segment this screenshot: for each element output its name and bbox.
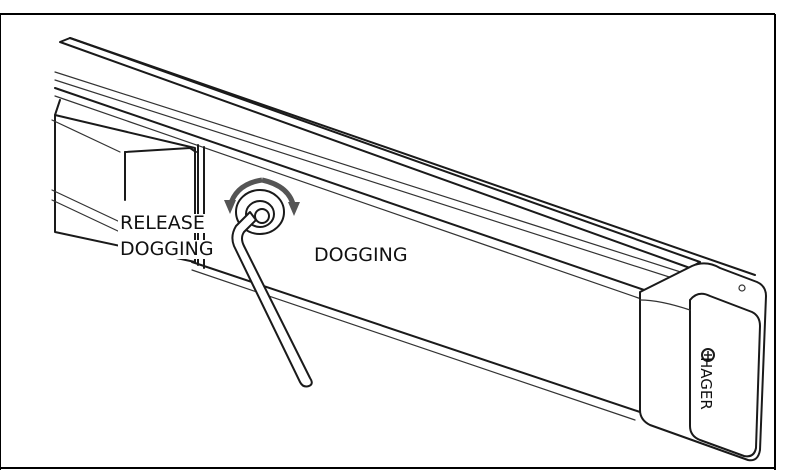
brand-logo: HAGER <box>697 357 715 410</box>
release-dogging-label-line2: DOGGING <box>118 238 216 260</box>
end-cap <box>639 262 767 462</box>
cap-screw-hole <box>738 284 746 292</box>
dogging-label: DOGGING <box>312 244 410 266</box>
clockwise-arrow-icon <box>261 177 300 216</box>
counterclockwise-arrow-icon <box>224 177 263 214</box>
screw-icon <box>701 348 715 362</box>
hex-key-icon <box>231 211 313 388</box>
release-dogging-label-line1: RELEASE <box>118 212 207 234</box>
diagram-frame <box>0 13 776 470</box>
